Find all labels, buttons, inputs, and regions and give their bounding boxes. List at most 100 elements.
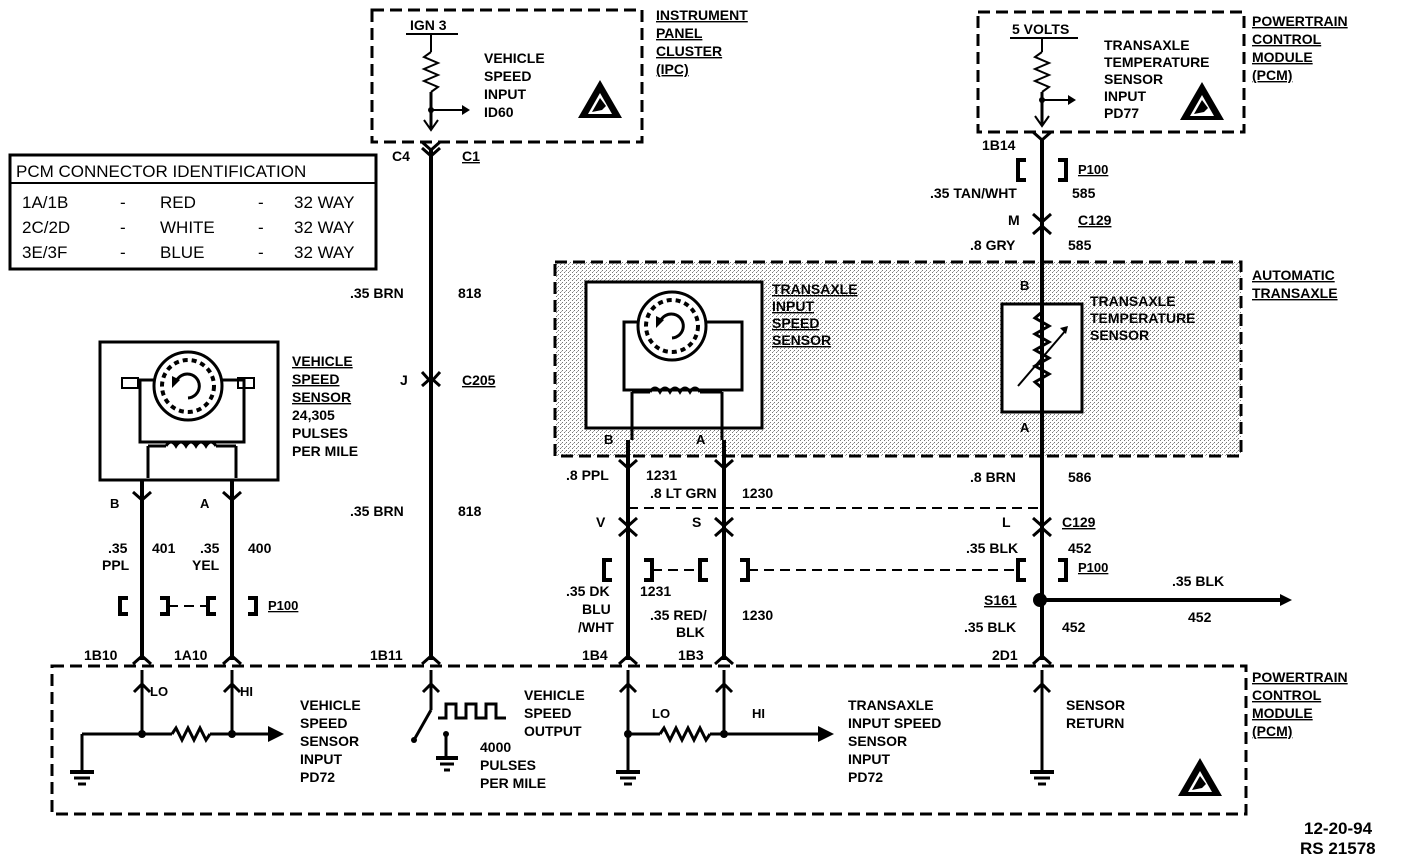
- wire-size: BLK: [676, 624, 705, 640]
- table-ways: 32 WAY: [294, 218, 354, 237]
- table-dash: -: [120, 193, 126, 212]
- connector-name: C129: [1078, 212, 1112, 228]
- esd-warning-icon: [1180, 82, 1224, 120]
- tiss-input-label: SENSOR: [848, 733, 907, 749]
- pin-label: L: [1002, 514, 1011, 530]
- vss-input-label: VEHICLE: [300, 697, 361, 713]
- tiss-label: INPUT: [772, 298, 814, 314]
- pin-label: A: [200, 496, 210, 511]
- vss-title: SPEED: [292, 371, 339, 387]
- pulses-label: PULSES: [480, 757, 536, 773]
- wire-circuit: 1230: [742, 607, 773, 623]
- connector-name: P100: [1078, 560, 1108, 575]
- connector-name: C129: [1062, 514, 1096, 530]
- wire-size: PPL: [102, 557, 130, 573]
- pin-label: A: [696, 432, 706, 447]
- pcm-power-label: 5 VOLTS: [1012, 21, 1069, 37]
- pin-label: B: [604, 432, 613, 447]
- pin-label: 1B4: [582, 647, 608, 663]
- ipc-title: INSTRUMENT: [656, 7, 748, 23]
- pcm-top-input-line: TEMPERATURE: [1104, 54, 1210, 70]
- ipc-power-label: IGN 3: [410, 17, 447, 33]
- pin-label: B: [1020, 278, 1029, 293]
- hi-label: HI: [752, 706, 765, 721]
- pcm-top-module: 5 VOLTS TRANSAXLE TEMPERATURE SENSOR INP…: [976, 10, 1348, 153]
- table-dash: -: [258, 243, 264, 262]
- esd-warning-icon: [578, 80, 622, 118]
- pcm-bottom-title: (PCM): [1252, 723, 1292, 739]
- esd-warning-icon: [1178, 758, 1222, 796]
- table-color: WHITE: [160, 218, 215, 237]
- pin-label: V: [596, 514, 606, 530]
- wire-size: .8 BRN: [970, 469, 1016, 485]
- ipc-input-line: SPEED: [484, 68, 531, 84]
- vss-input-circuit: [80, 670, 270, 770]
- wire-circuit: 1230: [742, 485, 773, 501]
- ipc-resistor: [421, 51, 441, 93]
- pulses-label: PER MILE: [480, 775, 546, 791]
- ground-icon: [1030, 770, 1054, 786]
- vehicle-speed-sensor: [98, 340, 280, 482]
- lo-label: LO: [150, 684, 168, 699]
- table-conn: 1A/1B: [22, 193, 68, 212]
- wire-circuit: 452: [1068, 540, 1092, 556]
- connector-name: C205: [462, 372, 496, 388]
- pin-label: 1B11: [370, 647, 403, 663]
- wire-size: .35 BLK: [966, 540, 1018, 556]
- tiss-input-label: INPUT SPEED: [848, 715, 941, 731]
- vss-output-circuit: [412, 670, 506, 756]
- wire-circuit: 1231: [640, 583, 671, 599]
- connector-chevrons: [132, 130, 1052, 666]
- pin-label: 1B10: [84, 647, 118, 663]
- transaxle-title: AUTOMATIC: [1252, 267, 1335, 283]
- ipc-title: CLUSTER: [656, 43, 722, 59]
- table-dash: -: [120, 243, 126, 262]
- input-speed-sensor: [584, 280, 764, 440]
- tiss-input-label: INPUT: [848, 751, 890, 767]
- pcm-top-input-line: SENSOR: [1104, 71, 1163, 87]
- pcm-bottom-module: POWERTRAIN CONTROL MODULE (PCM) 1B10 1A1…: [50, 647, 1348, 816]
- sensor-return-label: RETURN: [1066, 715, 1124, 731]
- pin-label: M: [1008, 212, 1020, 228]
- wire-circuit: 818: [458, 285, 482, 301]
- diagram-date: 12-20-94: [1304, 819, 1373, 838]
- pin-label: 1B3: [678, 647, 704, 663]
- tiss-label: SPEED: [772, 315, 819, 331]
- table-conn: 3E/3F: [22, 243, 67, 262]
- table-ways: 32 WAY: [294, 193, 354, 212]
- vss-input-label: SENSOR: [300, 733, 359, 749]
- wire-size: .35 TAN/WHT: [930, 185, 1017, 201]
- table-ways: 32 WAY: [294, 243, 354, 262]
- table-color: RED: [160, 193, 196, 212]
- wire-circuit: 585: [1072, 185, 1096, 201]
- ipc-input-line: INPUT: [484, 86, 526, 102]
- tts-label: TRANSAXLE: [1090, 293, 1176, 309]
- tiss-input-circuit: [626, 670, 820, 770]
- pin-label: C1: [462, 148, 480, 164]
- wire-circuit: 401: [152, 540, 176, 556]
- vss-title: VEHICLE: [292, 353, 353, 369]
- splice-s161: [1033, 593, 1047, 607]
- tts-label: TEMPERATURE: [1090, 310, 1196, 326]
- pcm-top-input-line: PD77: [1104, 105, 1139, 121]
- wire-circuit: 585: [1068, 237, 1092, 253]
- table-color: BLUE: [160, 243, 204, 262]
- pcm-top-title: MODULE: [1252, 49, 1313, 65]
- wire-size: .35 BRN: [350, 503, 404, 519]
- wire-size: .35 DK: [566, 583, 610, 599]
- pin-label: A: [1020, 420, 1030, 435]
- automatic-transaxle: AUTOMATIC TRANSAXLE TRANSAXLE INPUT SPEE…: [553, 260, 1338, 458]
- ipc-title: PANEL: [656, 25, 703, 41]
- pin-label: 1A10: [174, 647, 208, 663]
- pin-label: 2D1: [992, 647, 1018, 663]
- pin-label: B: [110, 496, 119, 511]
- diagram-ref: RS 21578: [1300, 839, 1376, 858]
- tiss-input-label: TRANSAXLE: [848, 697, 934, 713]
- wire-size: .8 LT GRN: [650, 485, 717, 501]
- wire-circuit: 586: [1068, 469, 1092, 485]
- ipc-input-line: ID60: [484, 104, 514, 120]
- vss-title: PER MILE: [292, 443, 358, 459]
- pcm-bottom-title: CONTROL: [1252, 687, 1322, 703]
- wire-circuit: 1231: [646, 467, 677, 483]
